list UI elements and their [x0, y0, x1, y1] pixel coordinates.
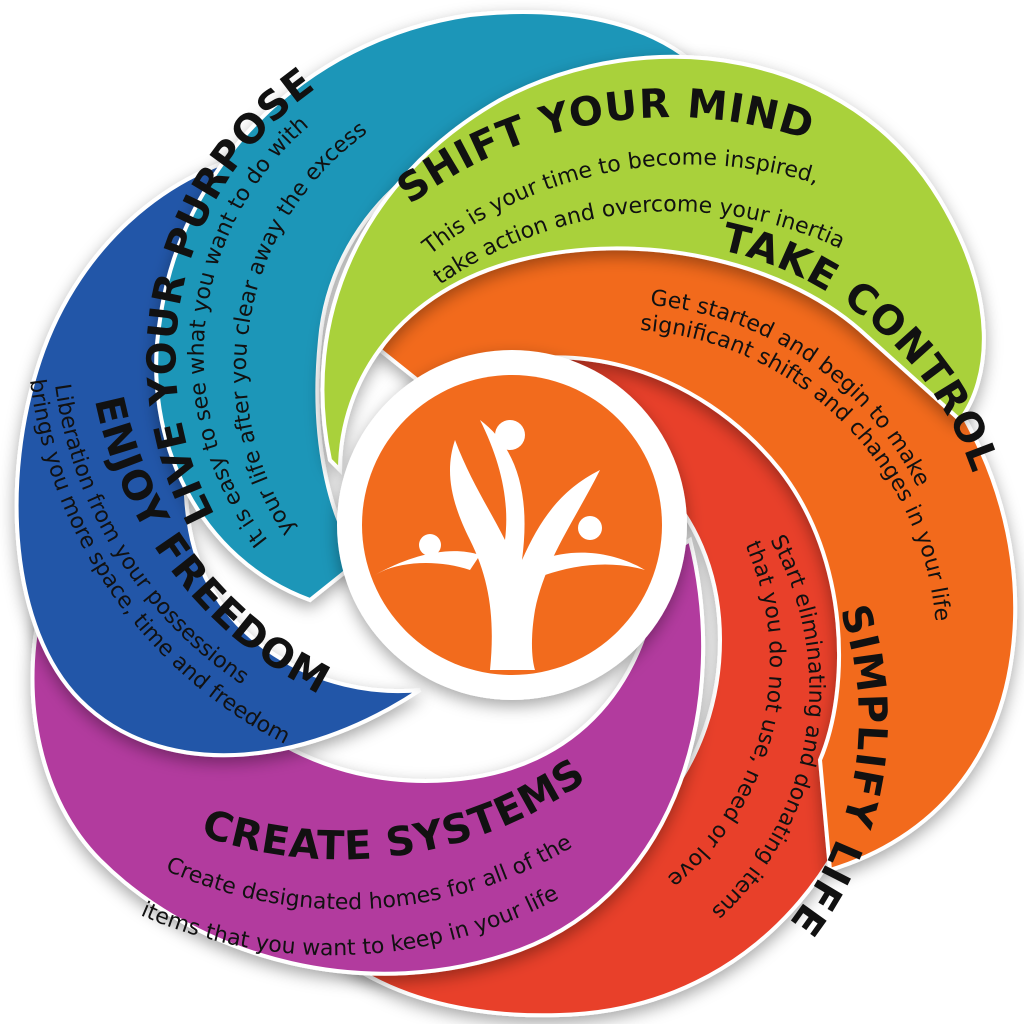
petal-live-your-purpose: [154, 10, 694, 603]
petal-freedom-shape: [14, 147, 422, 758]
petal-shift-your-mind: [320, 54, 986, 475]
petal-enjoy-freedom: [14, 147, 422, 758]
petal-create-systems: [30, 536, 706, 976]
petal-create-shape: [30, 536, 706, 976]
center-logo: [337, 350, 687, 700]
tree-people-icon: [375, 420, 645, 670]
petals-layer: [14, 10, 1018, 1018]
petal-purpose-shape: [154, 10, 694, 603]
petal-shift-shape: [320, 54, 986, 475]
